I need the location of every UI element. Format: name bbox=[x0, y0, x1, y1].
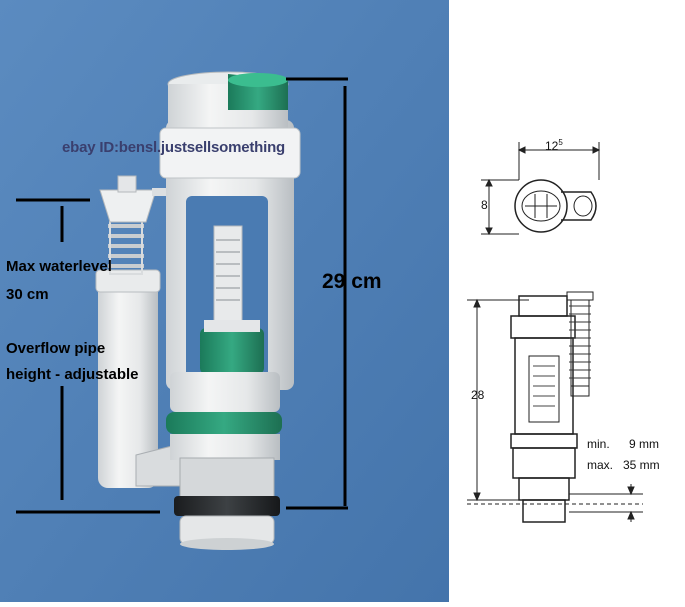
side-height-dimension: 28 bbox=[471, 388, 485, 402]
total-height-label: 29 cm bbox=[322, 270, 382, 293]
green-float bbox=[200, 328, 264, 374]
max-label: max. bbox=[587, 458, 614, 472]
watermark-text: ebay ID:bensl.justsellsomething bbox=[62, 139, 286, 156]
max-waterlevel-value: 30 cm bbox=[6, 286, 49, 303]
technical-drawing-svg bbox=[467, 142, 643, 523]
overflow-pipe-label: Overflow pipe bbox=[6, 340, 106, 357]
overflow-pipe bbox=[98, 278, 158, 488]
seal-ring bbox=[174, 496, 280, 516]
overflow-spring bbox=[108, 224, 144, 268]
max-value: 35 mm bbox=[623, 458, 660, 472]
product-photo: ebay ID:bensl.justsellsomething Max wate… bbox=[0, 0, 449, 602]
flush-valve-photo bbox=[0, 0, 449, 602]
dimension-lines bbox=[16, 77, 348, 514]
top-depth-dimension: 8 bbox=[481, 198, 488, 212]
min-value: 9 mm bbox=[629, 437, 659, 451]
max-waterlevel-label: Max waterlevel bbox=[6, 258, 112, 275]
overflow-pipe-adjustable-label: height - adjustable bbox=[6, 366, 139, 383]
technical-drawing: 125 8 28 min. 9 mm max. 35 mm bbox=[449, 0, 685, 602]
min-label: min. bbox=[587, 437, 610, 451]
top-width-dimension: 125 bbox=[545, 138, 563, 153]
